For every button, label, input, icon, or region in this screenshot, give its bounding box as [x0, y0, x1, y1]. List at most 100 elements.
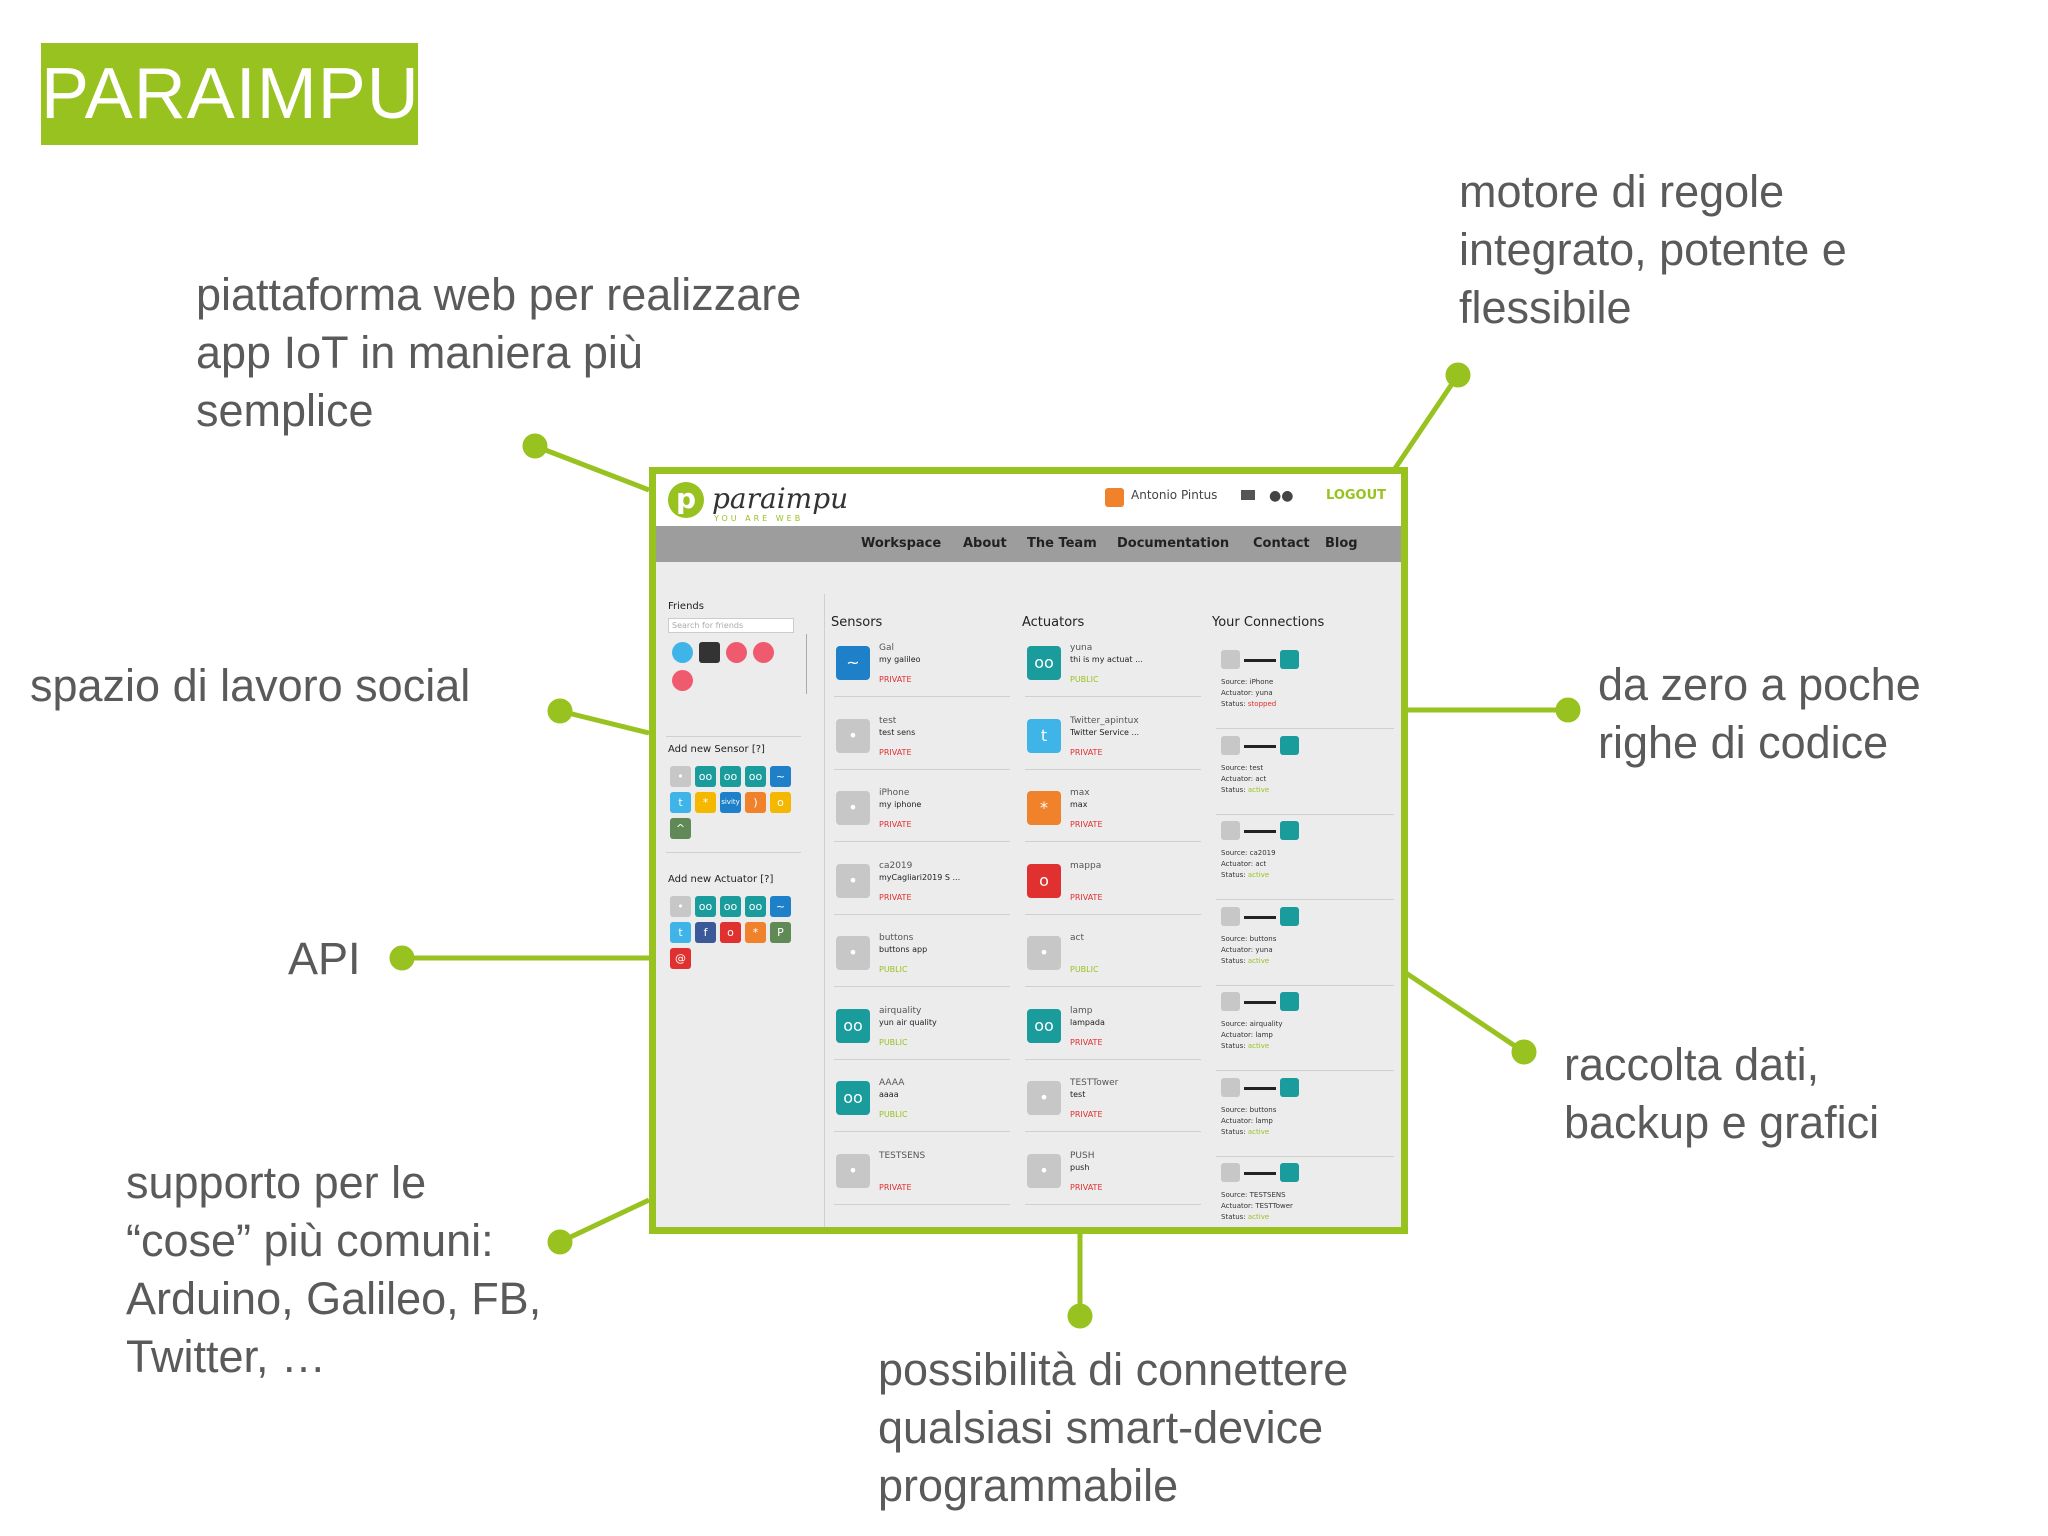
robot-arm-icon[interactable]: • — [1027, 1081, 1061, 1115]
add-actuator-mail-icon[interactable]: @ — [670, 948, 691, 969]
friends-icon[interactable]: ●● — [1269, 488, 1294, 504]
nav-the-team[interactable]: The Team — [1027, 536, 1097, 551]
friend-avatar[interactable] — [726, 642, 747, 663]
connection-link-icon[interactable] — [1244, 1172, 1276, 1175]
antenna-icon[interactable]: • — [836, 718, 870, 753]
twitter-icon[interactable]: t — [1027, 718, 1061, 753]
actuator-icon[interactable] — [1280, 650, 1299, 669]
user-name[interactable]: Antonio Pintus — [1131, 488, 1218, 502]
item-name[interactable]: Twitter_apintux — [1070, 715, 1139, 726]
item-name[interactable]: Gal — [879, 643, 894, 653]
antenna-icon[interactable]: • — [836, 791, 870, 825]
friend-avatar[interactable] — [672, 670, 693, 691]
add-actuator-arduino-yun-icon[interactable]: oo — [695, 896, 716, 917]
gear-icon[interactable]: * — [1027, 791, 1061, 825]
nav-about[interactable]: About — [963, 536, 1007, 551]
divider — [1216, 813, 1394, 815]
nav-blog[interactable]: Blog — [1325, 536, 1358, 551]
robot-arm-icon[interactable]: • — [1027, 1153, 1061, 1188]
add-sensor-sivity-icon[interactable]: sivity — [720, 792, 741, 813]
friend-avatar[interactable] — [699, 642, 720, 663]
item-name[interactable]: act — [1070, 933, 1084, 943]
add-actuator-facebook-icon[interactable]: f — [695, 922, 716, 943]
add-actuator-map-pin-icon[interactable]: o — [720, 922, 741, 943]
item-name[interactable]: iPhone — [879, 788, 910, 798]
actuator-icon[interactable] — [1280, 992, 1299, 1011]
logout-link[interactable]: LOGOUT — [1326, 488, 1387, 503]
item-name[interactable]: lamp — [1070, 1005, 1093, 1016]
friends-search-input[interactable]: Search for friends — [668, 618, 794, 633]
add-actuator-paraimpu-icon[interactable]: P — [770, 922, 791, 943]
item-name[interactable]: AAAA — [879, 1078, 905, 1088]
source-icon[interactable] — [1221, 1077, 1240, 1097]
arduino-yun-icon[interactable]: oo — [1027, 1008, 1061, 1043]
item-name[interactable]: mappa — [1070, 860, 1102, 871]
connection-link-icon[interactable] — [1244, 830, 1276, 833]
friend-avatar[interactable] — [672, 642, 693, 663]
add-actuator-twitter-icon[interactable]: t — [670, 922, 691, 943]
item-name[interactable]: yuna — [1070, 643, 1093, 653]
status-label: Status: — [1221, 1213, 1248, 1221]
item-name[interactable]: test — [879, 715, 897, 726]
connection-link-icon[interactable] — [1244, 1001, 1276, 1004]
logo-icon[interactable]: p — [668, 482, 704, 518]
add-sensor-galileo-icon[interactable]: ~ — [770, 766, 791, 787]
arduino-icon[interactable]: oo — [836, 1081, 870, 1115]
source-icon[interactable] — [1221, 735, 1240, 755]
arduino-yun-icon[interactable]: oo — [836, 1008, 870, 1043]
galileo-icon[interactable]: ~ — [836, 646, 870, 680]
source-icon[interactable] — [1221, 906, 1240, 926]
actuator-icon[interactable] — [1280, 735, 1299, 755]
add-actuator-robot-arm-icon[interactable]: • — [670, 896, 691, 917]
add-sensor-arduino-ethernet-icon[interactable]: oo — [745, 766, 766, 787]
item-name[interactable]: max — [1070, 788, 1090, 798]
avatar[interactable] — [1105, 488, 1124, 507]
mail-icon[interactable] — [1241, 490, 1255, 500]
friend-avatar[interactable] — [753, 642, 774, 663]
add-sensor-generic-icon[interactable]: • — [670, 766, 691, 787]
add-sensor-arduino-icon[interactable]: oo — [720, 766, 741, 787]
source-icon[interactable] — [1221, 821, 1240, 840]
add-actuator-gear-icon[interactable]: * — [745, 922, 766, 943]
add-sensor-timer-icon[interactable]: o — [770, 792, 791, 813]
source-icon[interactable] — [1221, 1163, 1240, 1182]
actuator-icon[interactable] — [1280, 821, 1299, 840]
add-actuator-arduino-icon[interactable]: oo — [720, 896, 741, 917]
connection-link-icon[interactable] — [1244, 915, 1276, 919]
connection-link-icon[interactable] — [1244, 1086, 1276, 1090]
friends-scrollbar[interactable] — [806, 634, 807, 694]
item-name[interactable]: TESTTower — [1070, 1078, 1119, 1088]
connection-link-icon[interactable] — [1244, 659, 1276, 662]
robot-arm-icon[interactable]: • — [1027, 936, 1061, 970]
item-name[interactable]: TESTSENS — [879, 1150, 926, 1161]
item-name[interactable]: PUSH — [1070, 1150, 1095, 1161]
arduino-yun-icon[interactable]: oo — [1027, 646, 1061, 680]
antenna-icon[interactable]: • — [836, 1153, 870, 1188]
actuator-icon[interactable] — [1280, 1077, 1299, 1097]
add-sensor-arduino-yun-icon[interactable]: oo — [695, 766, 716, 787]
nav-contact[interactable]: Contact — [1253, 536, 1310, 551]
add-sensor-map-icon[interactable]: ^ — [670, 818, 691, 839]
item-name[interactable]: ca2019 — [879, 860, 913, 871]
add-actuator-galileo-icon[interactable]: ~ — [770, 896, 791, 917]
source-icon[interactable] — [1221, 650, 1240, 669]
nav-workspace[interactable]: Workspace — [861, 536, 942, 551]
antenna-icon[interactable]: • — [836, 936, 870, 970]
source-icon[interactable] — [1221, 992, 1240, 1011]
connection-link-icon[interactable] — [1244, 744, 1276, 748]
actuator-icon[interactable] — [1280, 906, 1299, 926]
add-sensor-title[interactable]: Add new Sensor [?] — [668, 744, 765, 755]
logo-wordmark[interactable]: paraimpu — [712, 482, 849, 515]
item-name[interactable]: airquality — [879, 1005, 922, 1016]
item-name[interactable]: buttons — [879, 933, 914, 943]
add-sensor-rss-icon[interactable]: ) — [745, 792, 766, 813]
add-actuator-title[interactable]: Add new Actuator [?] — [668, 874, 774, 885]
nav-documentation[interactable]: Documentation — [1117, 536, 1230, 551]
actuator-icon[interactable] — [1280, 1163, 1299, 1182]
antenna-icon[interactable]: • — [836, 863, 870, 898]
add-sensor-weather-icon[interactable]: * — [695, 792, 716, 813]
map-pin-icon[interactable]: o — [1027, 863, 1061, 898]
add-actuator-arduino-ethernet-icon[interactable]: oo — [745, 896, 766, 917]
connection-actuator: Actuator: yuna — [1221, 945, 1273, 954]
add-sensor-twitter-icon[interactable]: t — [670, 792, 691, 813]
